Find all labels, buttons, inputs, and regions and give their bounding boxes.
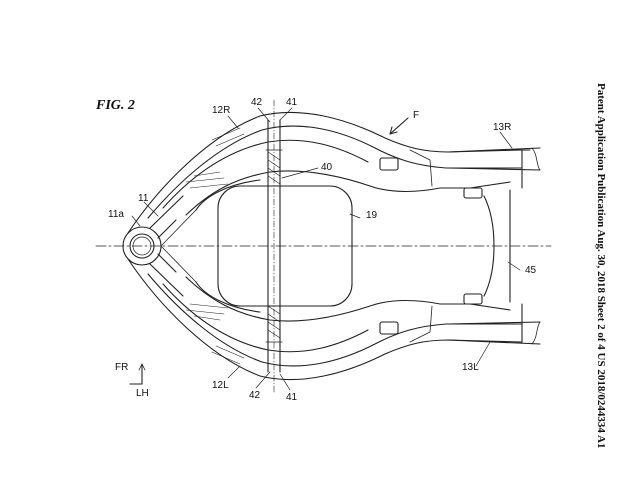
label-11: 11 (138, 193, 149, 204)
pivot-boss-inner (129, 233, 155, 259)
bracket-upper (379, 157, 399, 171)
bracket-lower (379, 321, 399, 335)
label-41-top: 41 (286, 97, 298, 108)
label-11a: 11a (108, 209, 124, 220)
label-42-top: 42 (251, 97, 263, 108)
left-arm-12L-outer (127, 258, 523, 381)
right-arm-12R-outer (127, 111, 523, 234)
rear-arm-13R (447, 147, 541, 189)
label-42-bottom: 42 (249, 390, 261, 401)
label-13L: 13L (462, 362, 479, 373)
rear-cross-member-45 (483, 189, 511, 303)
label-13R: 13R (493, 122, 512, 133)
label-45: 45 (525, 265, 537, 276)
rear-arm-13L (447, 303, 541, 345)
label-41-bottom: 41 (286, 392, 298, 403)
label-F: F (413, 110, 420, 121)
label-12R: 12R (212, 105, 231, 116)
label-12L: 12L (212, 380, 229, 391)
component-19 (217, 185, 353, 307)
label-19: 19 (366, 210, 378, 221)
label-LH: LH (136, 388, 149, 399)
arrow-F (389, 117, 409, 135)
cross-member (149, 195, 184, 297)
label-40: 40 (321, 162, 333, 173)
label-FR: FR (115, 362, 129, 373)
figure-title: FIG. 2 (96, 98, 135, 113)
arrow-FR-LH (129, 363, 143, 385)
